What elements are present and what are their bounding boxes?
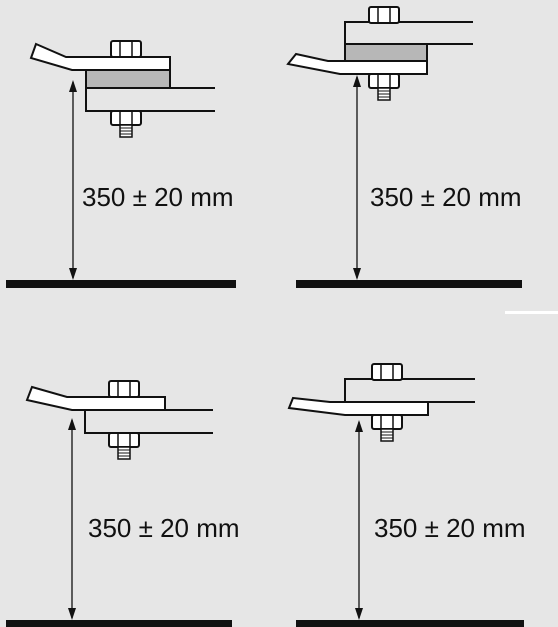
bolt-head-icon (110, 40, 142, 58)
panel-top-left: 350 ± 20 mm (6, 40, 236, 288)
bolt-head-icon (108, 380, 140, 398)
arrow-down-icon (355, 608, 363, 620)
mounting-bracket (344, 21, 473, 45)
mounting-bracket (84, 409, 213, 434)
dimension-label: 350 ± 20 mm (374, 513, 526, 543)
arrow-down-icon (69, 268, 77, 280)
arrow-down-icon (353, 268, 361, 280)
floor-bar (296, 620, 524, 627)
floor-bar (296, 280, 522, 288)
panel-bottom-left: 350 ± 20 mm (6, 380, 240, 627)
arrow-up-icon (353, 75, 361, 87)
floor-bar (6, 620, 232, 627)
arrow-up-icon (355, 420, 363, 432)
bolt-nut-icon (368, 73, 400, 101)
panel-bottom-right: 350 ± 20 mm (287, 363, 526, 627)
arrow-up-icon (68, 418, 76, 430)
dimension-label: 350 ± 20 mm (82, 182, 234, 212)
bolt-nut-icon (108, 432, 140, 460)
mounting-bracket (85, 87, 215, 112)
bolt-head-icon (371, 363, 403, 381)
arrow-up-icon (69, 80, 77, 92)
panel-top-right: 350 ± 20 mm (286, 6, 522, 288)
bent-arm (25, 385, 166, 411)
dimension-label: 350 ± 20 mm (370, 182, 522, 212)
mounting-bracket (344, 378, 475, 403)
bolt-nut-icon (371, 414, 403, 442)
floor-bar (6, 280, 236, 288)
shim-block (85, 69, 171, 89)
shim-block (344, 43, 428, 62)
bolt-nut-icon (110, 110, 142, 138)
bolt-head-icon (368, 6, 400, 24)
bent-arm (286, 52, 428, 75)
bent-arm (29, 42, 171, 71)
bent-arm (287, 396, 429, 416)
divider-line (505, 311, 558, 314)
arrow-down-icon (68, 608, 76, 620)
dimension-label: 350 ± 20 mm (88, 513, 240, 543)
